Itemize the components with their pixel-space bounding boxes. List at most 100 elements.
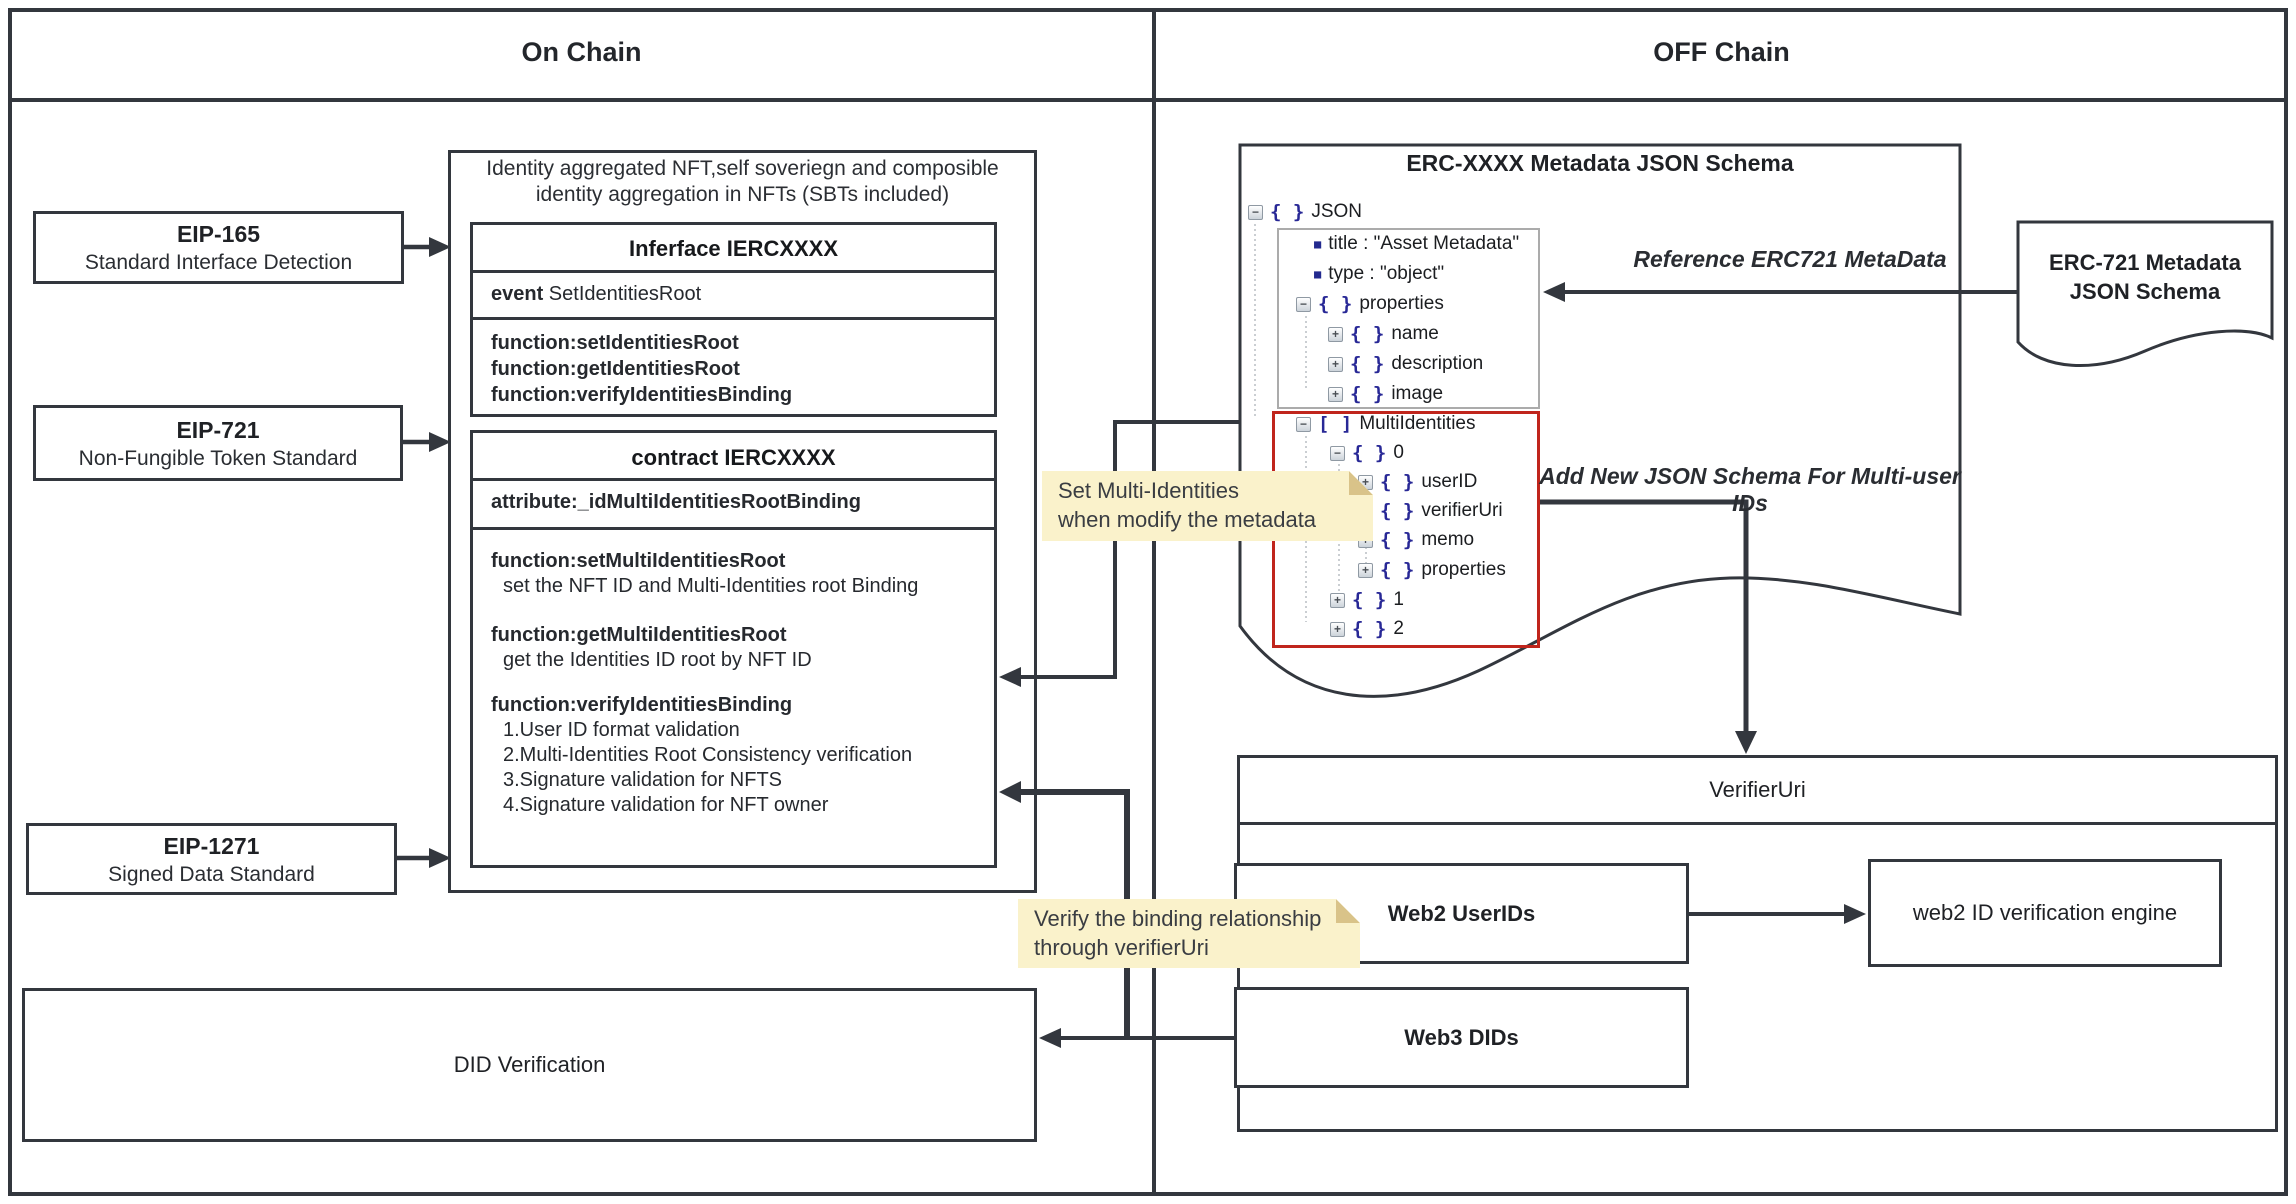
tree-item-label: JSON xyxy=(1311,201,1363,222)
reference-erc721-text: Reference ERC721 MetaData xyxy=(1633,246,1947,272)
divider xyxy=(473,478,994,481)
add-schema-connector xyxy=(1540,499,1757,754)
expand-icon: + xyxy=(1358,562,1373,578)
event-name: SetIdentitiesRoot xyxy=(543,283,702,305)
web2-userids-label: Web2 UserIDs xyxy=(1387,900,1536,926)
reference-erc721-label: Reference ERC721 MetaData xyxy=(1600,246,1980,273)
expand-icon: + xyxy=(1328,326,1343,342)
web2-engine-arrow xyxy=(1689,904,1866,924)
expand-icon: + xyxy=(1328,386,1343,402)
contract-function: function:setMultiIdentitiesRoot xyxy=(491,550,786,572)
braces-icon: { } xyxy=(1380,529,1415,551)
set-multi-identities-connector xyxy=(999,420,1240,687)
collapse-icon: − xyxy=(1330,445,1345,461)
did-verification-label: DID Verification xyxy=(453,1052,606,1077)
interface-header: Inferface IERCXXXX xyxy=(628,236,839,261)
reference-erc721-arrow xyxy=(1543,282,2018,302)
tree-item-label: name xyxy=(1391,323,1439,344)
diagram-border xyxy=(8,8,2288,1196)
tree-item-2: + { } 2 xyxy=(1330,614,1404,644)
contract-function-desc: get the Identities ID root by NFT ID xyxy=(503,649,812,671)
expand-icon: + xyxy=(1328,356,1343,372)
web3-dids-label: Web3 DIDs xyxy=(1404,1024,1519,1050)
tree-item-label: verifierUri xyxy=(1421,500,1503,521)
eip-721-arrow xyxy=(403,432,451,452)
eip-721-box: EIP-721 Non-Fungible Token Standard xyxy=(33,405,403,481)
tree-guide-lines xyxy=(1254,224,1367,622)
eip-721-subtitle: Non-Fungible Token Standard xyxy=(78,446,358,470)
collapse-icon: − xyxy=(1296,296,1311,312)
tree-item-label: MultiIdentities xyxy=(1359,413,1476,434)
eip-1271-arrow xyxy=(397,848,451,868)
event-keyword: event xyxy=(491,283,544,305)
eip-165-arrow xyxy=(404,237,451,257)
collapse-icon: − xyxy=(1296,416,1311,432)
braces-icon: { } xyxy=(1380,471,1415,493)
tree-item-json: − { } JSON xyxy=(1248,197,1362,227)
on-chain-header: On Chain xyxy=(8,30,1155,74)
web2-engine-label: web2 ID verification engine xyxy=(1912,900,2178,925)
contract-header: contract IERCXXXX xyxy=(631,445,836,470)
contract-function: function:getMultiIdentitiesRoot xyxy=(491,624,787,646)
add-new-schema-text: Add New JSON Schema For Multi-user IDs xyxy=(1539,463,1961,516)
divider xyxy=(473,270,994,273)
tree-item-label: properties xyxy=(1359,293,1444,314)
tree-item-label: properties xyxy=(1421,559,1506,580)
contract-iercxxxx-box: contract IERCXXXX attribute:_idMultiIden… xyxy=(470,430,997,868)
erc-721-doc-label: ERC-721 Metadata JSON Schema xyxy=(2018,248,2272,306)
contract-function-desc: 2.Multi-Identities Root Consistency veri… xyxy=(503,744,913,766)
erc-xxxx-schema-title-text: ERC-XXXX Metadata JSON Schema xyxy=(1406,150,1794,176)
verifieruri-header: VerifierUri xyxy=(1240,758,2275,825)
divider xyxy=(473,317,994,320)
tree-item-properties: − { } properties xyxy=(1296,289,1444,319)
note-line: through verifierUri xyxy=(1034,935,1209,960)
braces-icon: { } xyxy=(1350,383,1385,405)
expand-icon: + xyxy=(1330,621,1345,637)
tree-item-0: − { } 0 xyxy=(1330,438,1404,468)
erc-721-line2: JSON Schema xyxy=(2069,279,2221,304)
braces-icon: { } xyxy=(1380,500,1415,522)
note-line: Verify the binding relationship xyxy=(1034,906,1322,931)
web3-did-arrow xyxy=(1039,1028,1237,1048)
contract-attribute: attribute:_idMultiIdentitiesRootBinding xyxy=(491,491,861,513)
verify-binding-note: Verify the binding relationship through … xyxy=(1018,899,1360,968)
field-square-icon: ■ xyxy=(1314,237,1322,251)
contract-function-desc: 3.Signature validation for NFTS xyxy=(503,769,783,791)
set-multi-identities-note: Set Multi-Identities when modify the met… xyxy=(1042,471,1373,541)
did-verification-box: DID Verification xyxy=(22,988,1037,1142)
erc-721-line1: ERC-721 Metadata xyxy=(2049,250,2241,275)
field-square-icon: ■ xyxy=(1314,267,1322,281)
off-chain-header: OFF Chain xyxy=(1155,30,2288,74)
identity-title-line1: Identity aggregated NFT,self soveriegn a… xyxy=(486,157,999,180)
web2-engine-box: web2 ID verification engine xyxy=(1868,859,2222,967)
interface-function: function:setIdentitiesRoot xyxy=(491,332,739,354)
braces-icon: { } xyxy=(1318,293,1353,315)
identity-title-line2: identity aggregation in NFTs (SBTs inclu… xyxy=(535,183,950,206)
tree-item-1: + { } 1 xyxy=(1330,585,1404,615)
braces-icon: { } xyxy=(1350,353,1385,375)
tree-item-memo: + { } memo xyxy=(1358,525,1474,555)
tree-item-label: 1 xyxy=(1393,589,1404,610)
tree-item-label: image xyxy=(1391,383,1444,404)
divider xyxy=(473,527,994,530)
braces-icon: { } xyxy=(1270,201,1305,223)
brackets-icon: [ ] xyxy=(1318,413,1353,435)
contract-function-desc: 4.Signature validation for NFT owner xyxy=(503,794,829,816)
event-row: event SetIdentitiesRoot xyxy=(491,283,701,306)
erc-xxxx-schema-title: ERC-XXXX Metadata JSON Schema xyxy=(1240,150,1960,177)
contract-function-desc: set the NFT ID and Multi-Identities root… xyxy=(503,575,919,597)
tree-item-description: + { } description xyxy=(1328,349,1483,379)
tree-item-name: + { } name xyxy=(1328,319,1439,349)
tree-item-userid: + { } userID xyxy=(1358,467,1477,497)
erc721-fields-group-box xyxy=(1277,228,1540,409)
tree-item-type: ■ type : "object" xyxy=(1314,259,1444,289)
eip-165-subtitle: Standard Interface Detection xyxy=(84,251,353,274)
verifieruri-label: VerifierUri xyxy=(1709,777,1806,802)
braces-icon: { } xyxy=(1350,323,1385,345)
contract-function: function:verifyIdentitiesBinding xyxy=(491,694,793,716)
tree-item-label: 2 xyxy=(1393,618,1404,639)
interface-function: function:getIdentitiesRoot xyxy=(491,358,740,380)
braces-icon: { } xyxy=(1352,618,1387,640)
